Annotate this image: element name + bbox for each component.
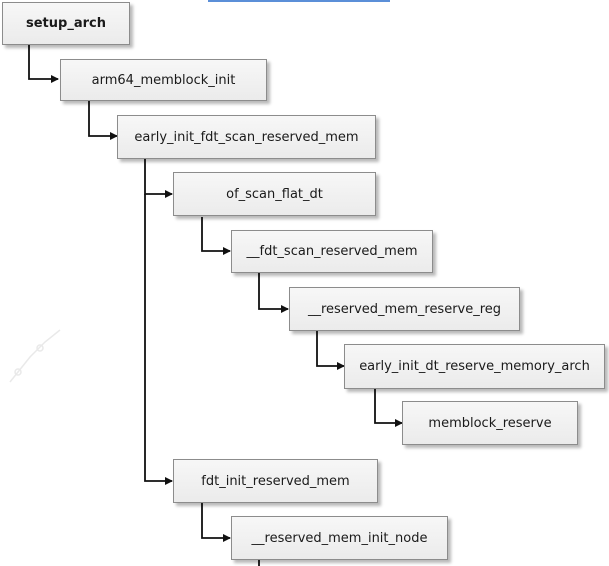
connector-early-init-to-fdt-init [144, 194, 173, 485]
node-setup-arch: setup_arch [2, 2, 130, 45]
node-memblock-reserve: memblock_reserve [402, 401, 578, 445]
connector-setup-arch-to-arm64 [28, 45, 59, 83]
node-fdt-scan-reserved-mem: __fdt_scan_reserved_mem [231, 230, 433, 273]
node-arm64-memblock-init: arm64_memblock_init [60, 59, 267, 101]
node-early-init-fdt-scan-reserved-mem: early_init_fdt_scan_reserved_mem [117, 115, 376, 159]
connector-fdt-init-to-init-node [201, 503, 231, 542]
connector-reserve-reg-to-early-dt [316, 331, 345, 370]
watermark-logo [9, 329, 61, 383]
connector-arm64-to-early-init [88, 97, 118, 140]
connector-early-dt-to-memblock [374, 389, 403, 427]
top-rule [208, 0, 390, 2]
node-early-init-dt-reserve-memory-arch: early_init_dt_reserve_memory_arch [344, 344, 605, 389]
node-of-scan-flat-dt: of_scan_flat_dt [173, 172, 376, 216]
connector-of-scan-to-fdt-scan [201, 217, 231, 255]
node-reserved-mem-reserve-reg: __reserved_mem_reserve_reg [289, 287, 520, 331]
node-fdt-init-reserved-mem: fdt_init_reserved_mem [173, 459, 378, 503]
node-reserved-mem-init-node: __reserved_mem_init_node [231, 516, 448, 560]
connector-fdt-scan-to-reserve-reg [258, 273, 289, 313]
connector-early-init-to-of-scan [144, 159, 173, 198]
